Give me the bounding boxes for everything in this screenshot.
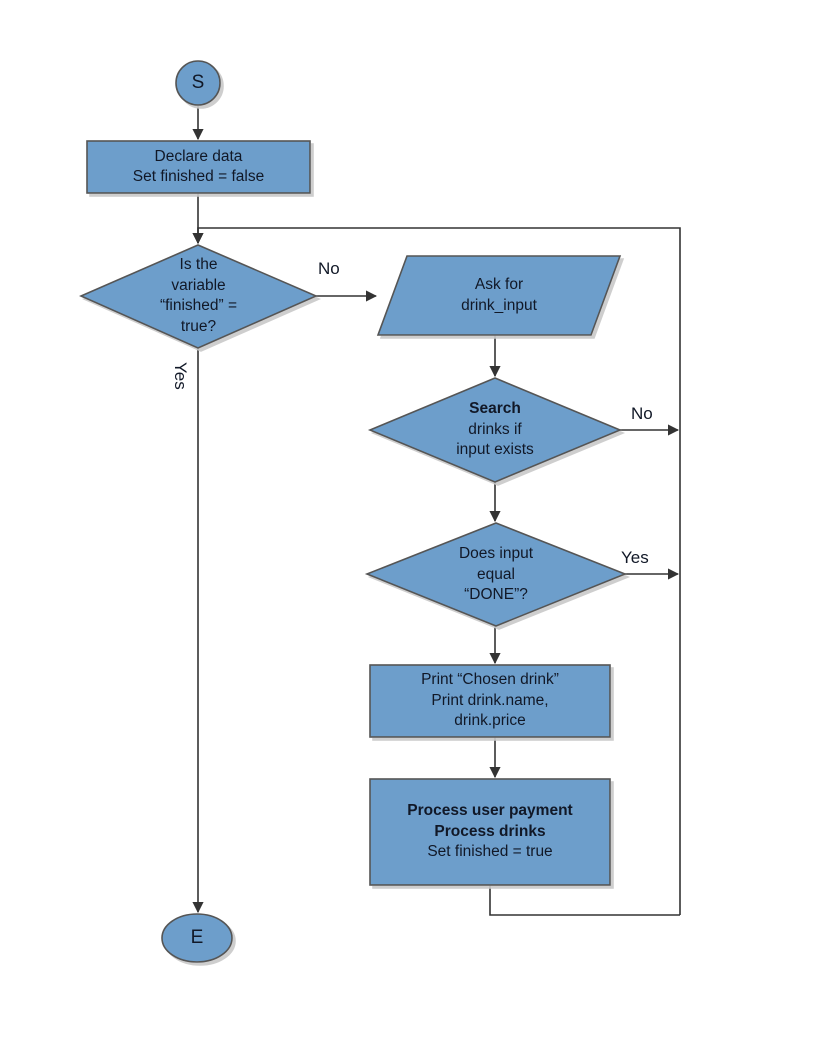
node-declare-data[interactable]	[86, 140, 311, 194]
node-start[interactable]	[175, 60, 221, 106]
node-print-chosen-drink[interactable]	[369, 664, 611, 738]
edge-process-to-loop	[489, 885, 680, 916]
node-ask-drink-input[interactable]	[376, 255, 622, 336]
node-process-payment[interactable]	[369, 778, 611, 886]
node-end[interactable]	[161, 913, 233, 963]
node-decision-finished[interactable]	[79, 244, 318, 349]
edge-loop-return-to-finished	[192, 227, 681, 915]
node-decision-search[interactable]	[367, 377, 623, 483]
node-decision-done[interactable]	[364, 522, 628, 627]
